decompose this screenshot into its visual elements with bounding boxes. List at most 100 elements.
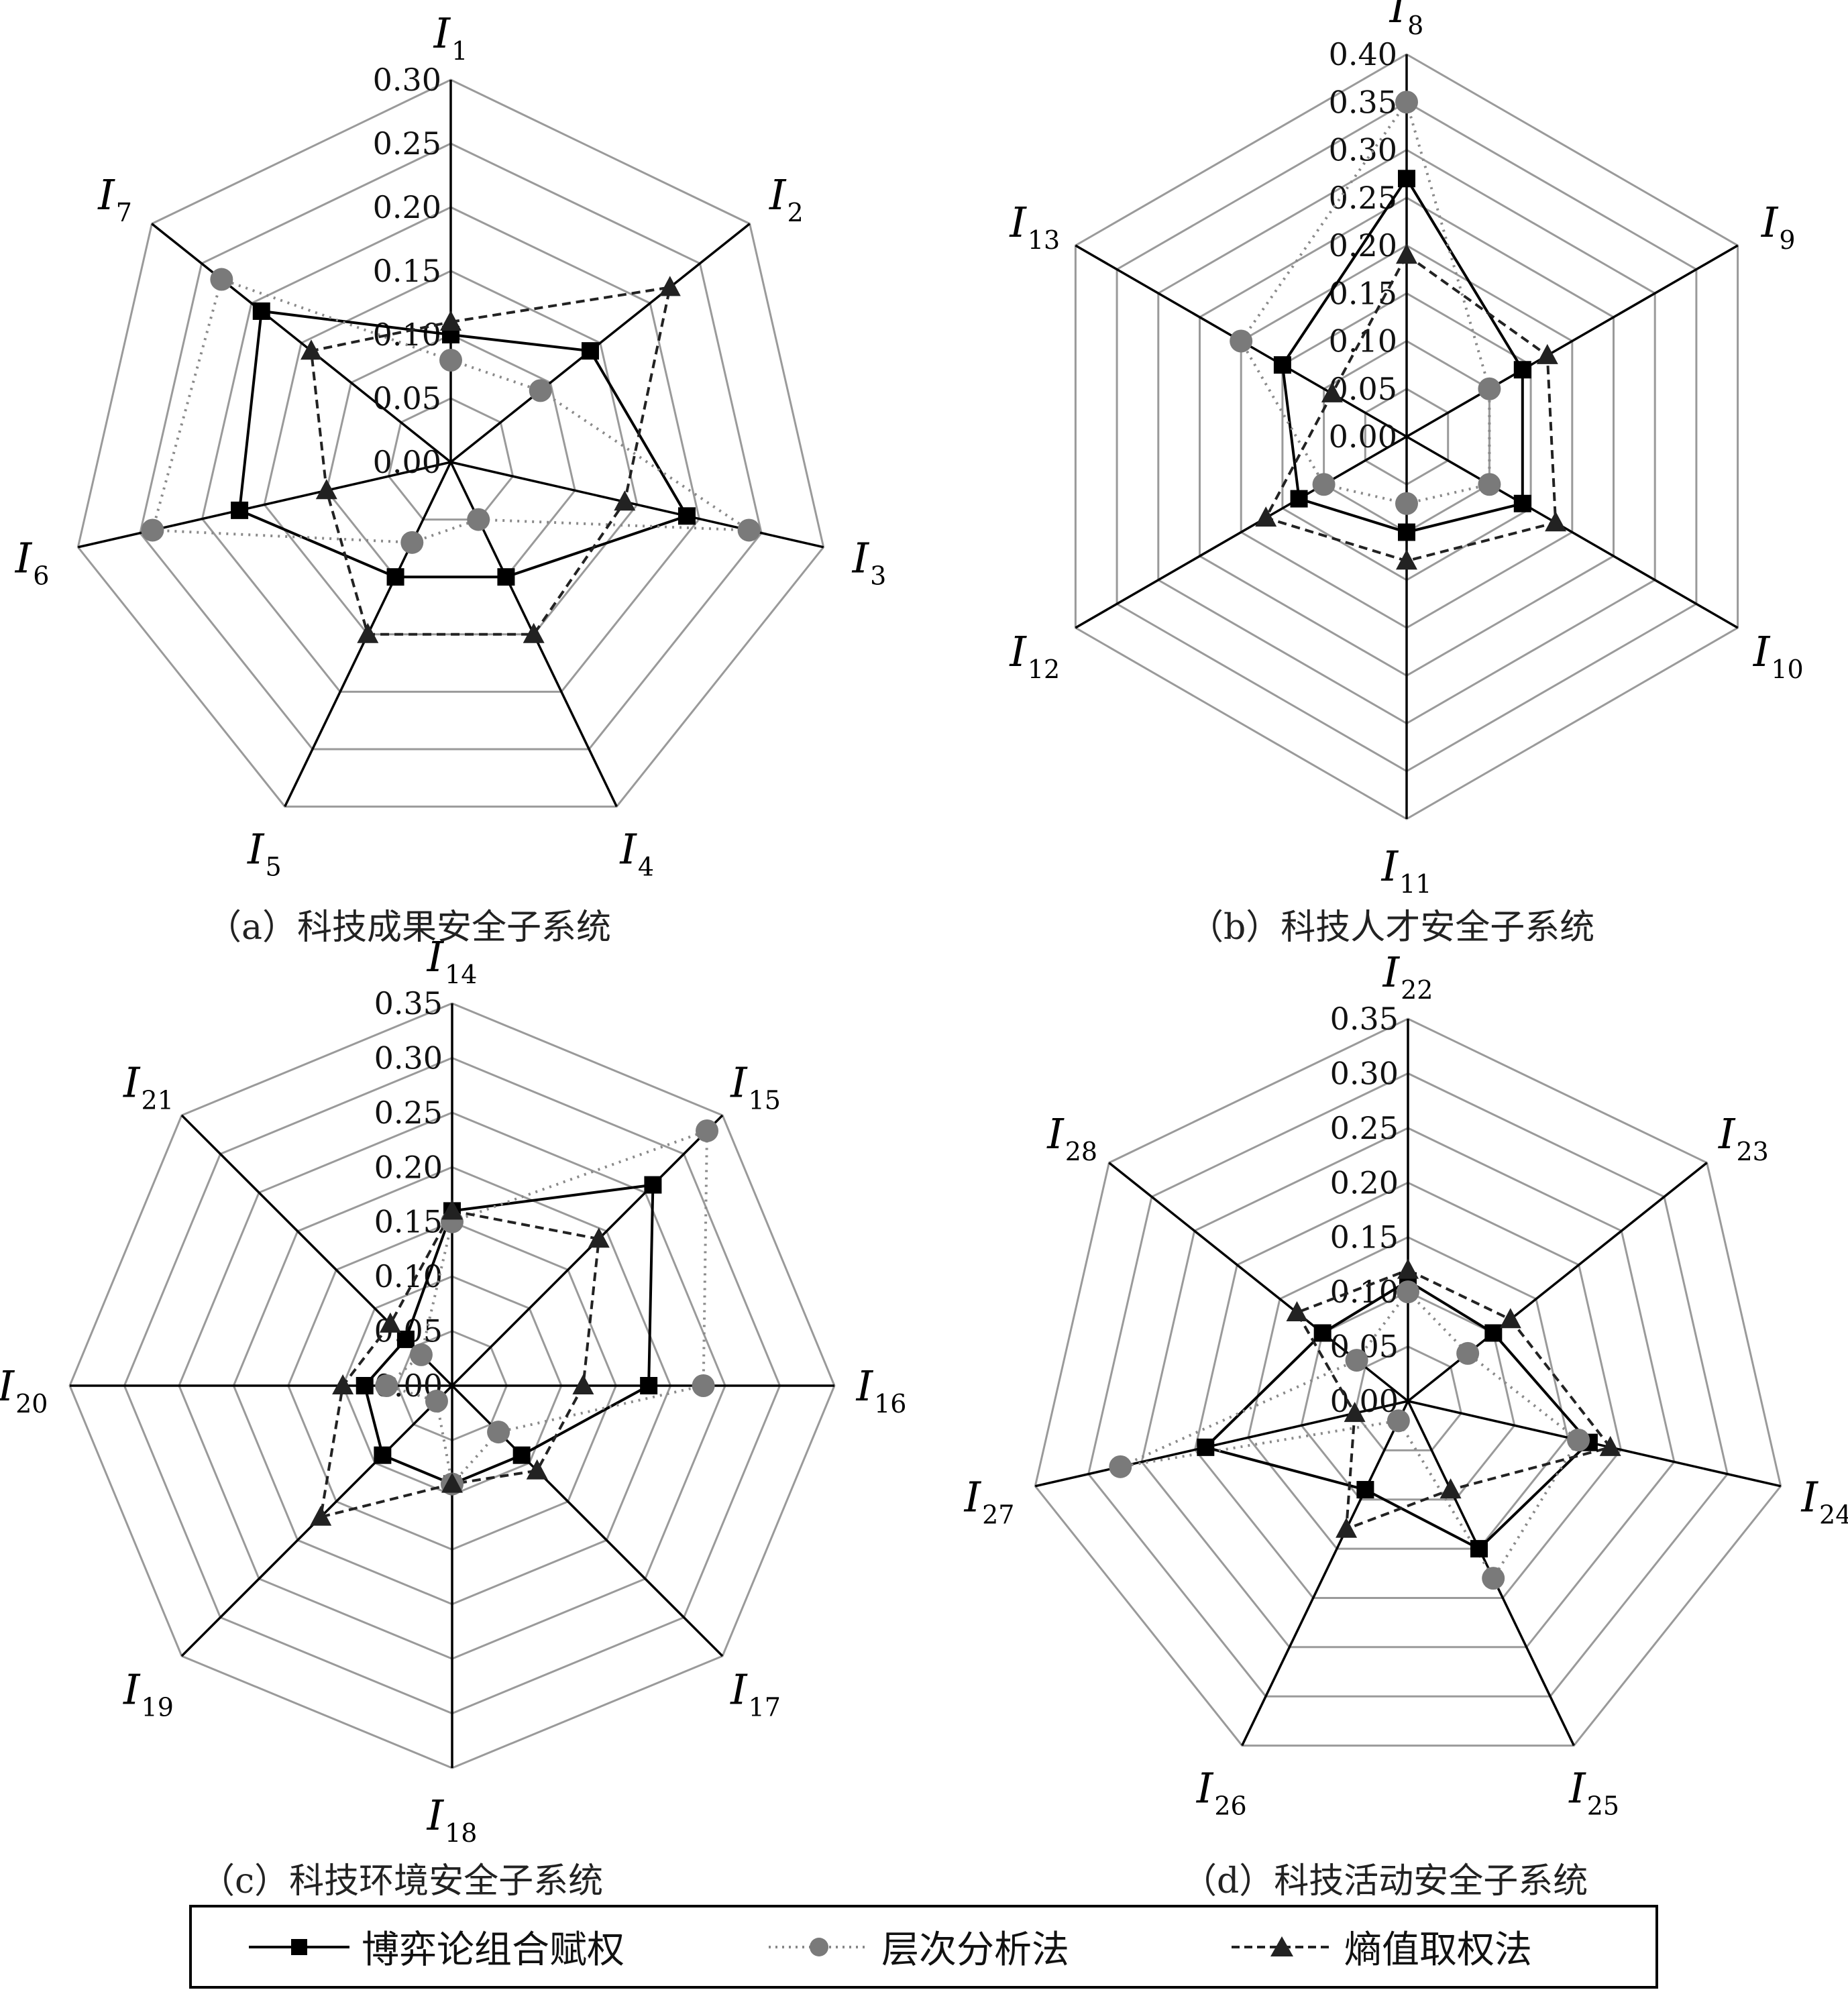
tick-label: 0.10	[1330, 1274, 1399, 1310]
data-point-game-theory	[512, 1446, 531, 1464]
axis-label-subscript: 22	[1401, 975, 1433, 1005]
data-point-game-theory	[1513, 361, 1531, 379]
data-point-entropy	[659, 276, 681, 296]
data-point-game-theory	[1273, 356, 1291, 374]
legend-label-ahp: 层次分析法	[881, 1928, 1069, 1972]
data-point-entropy	[588, 1227, 610, 1248]
axis-label-subscript: 3	[870, 561, 886, 590]
caption-d: （d）科技活动安全子系统	[1182, 1861, 1588, 1901]
axis-label: I18	[427, 1791, 478, 1848]
data-point-entropy	[315, 479, 337, 500]
tick-label: 0.30	[1329, 132, 1397, 168]
grid-ring	[1353, 1345, 1463, 1451]
tick-label: 0.30	[1330, 1055, 1399, 1091]
data-point-ahp	[1482, 1567, 1505, 1590]
axis-label-base: I	[427, 1791, 445, 1840]
axis-spoke	[1406, 244, 1739, 438]
data-point-entropy	[1599, 1435, 1621, 1456]
grid-ring	[387, 397, 514, 521]
axis-label-subscript: 14	[445, 960, 477, 989]
data-point-entropy	[440, 311, 461, 331]
axis-label-base: I	[97, 170, 115, 219]
legend-swatch-dashed-triangle	[1232, 1936, 1332, 1956]
axis-label-subscript: 12	[1028, 655, 1060, 684]
data-point-game-theory	[1197, 1438, 1215, 1456]
axis-spoke	[1241, 1400, 1409, 1747]
data-point-ahp	[1397, 1280, 1419, 1304]
grid-ring	[139, 142, 763, 751]
data-point-entropy	[572, 1374, 594, 1394]
axis-label-subscript: 4	[638, 852, 654, 882]
axis-label-subscript: 8	[1407, 11, 1423, 40]
axis-label-subscript: 9	[1779, 225, 1795, 255]
axis-label-subscript: 27	[982, 1500, 1014, 1529]
data-point-entropy	[526, 1459, 548, 1480]
grid-ring	[1140, 1127, 1676, 1649]
tick-label: 0.30	[374, 1040, 443, 1076]
tick-label: 0.00	[1329, 419, 1397, 455]
axis-label-base: I	[856, 1362, 874, 1410]
data-point-ahp	[1456, 1341, 1480, 1365]
axis-label-base: I	[15, 533, 33, 582]
axis-label: I19	[123, 1665, 174, 1722]
axis-label-subscript: 7	[116, 198, 132, 227]
series-line-ahp	[1120, 1290, 1580, 1581]
data-point-ahp	[487, 1421, 510, 1444]
axis-label: I25	[1568, 1764, 1619, 1821]
data-point-game-theory	[677, 507, 696, 525]
axis-label: I7	[97, 170, 132, 227]
data-point-ahp	[210, 268, 233, 291]
axis-label-subscript: 23	[1736, 1137, 1768, 1166]
data-point-game-theory	[1313, 1324, 1331, 1342]
axis-label: I4	[619, 825, 654, 882]
data-point-entropy	[1286, 1301, 1308, 1321]
axis-label: I26	[1196, 1764, 1247, 1821]
legend-swatch-dotted-circle	[769, 1937, 869, 1956]
data-point-ahp	[529, 379, 552, 402]
data-point-entropy	[1255, 506, 1277, 527]
axis-label-subscript: 19	[142, 1693, 174, 1722]
data-point-ahp	[1395, 91, 1418, 114]
grid-ring	[1247, 1236, 1569, 1550]
tick-label: 0.05	[373, 380, 441, 417]
axis-label-base: I	[619, 825, 637, 874]
axis-label-subscript: 21	[142, 1085, 174, 1115]
data-point-entropy	[1336, 1517, 1358, 1538]
tick-label: 0.15	[374, 1204, 443, 1240]
tick-label: 0.10	[1329, 323, 1397, 359]
data-point-ahp	[141, 518, 164, 542]
data-point-entropy	[1396, 243, 1417, 264]
data-point-entropy	[1536, 343, 1558, 364]
tick-label: 0.15	[1330, 1219, 1399, 1256]
axis-label-subscript: 15	[749, 1085, 781, 1115]
axis-label-base: I	[1761, 198, 1779, 247]
grid-ring	[76, 78, 825, 808]
axis-label: I8	[1389, 0, 1424, 40]
axis-label-base: I	[1381, 842, 1399, 891]
data-point-game-theory	[1484, 1324, 1503, 1342]
data-point-entropy	[1545, 511, 1567, 532]
data-point-game-theory	[1356, 1481, 1374, 1499]
axis-label-base: I	[123, 1665, 141, 1714]
data-point-game-theory	[386, 568, 404, 586]
data-point-ahp	[1478, 377, 1501, 400]
data-point-ahp	[439, 349, 462, 372]
data-point-entropy	[332, 1374, 354, 1394]
data-point-game-theory	[1513, 494, 1531, 512]
axis-label: I22	[1382, 948, 1433, 1005]
axis-label-subscript: 24	[1819, 1500, 1848, 1529]
tick-label: 0.35	[1329, 84, 1397, 120]
axis-label: I10	[1753, 627, 1804, 684]
data-point-game-theory	[497, 568, 515, 586]
axis-label-subscript: 10	[1771, 655, 1803, 684]
data-point-entropy	[614, 490, 636, 511]
tick-label: 0.35	[374, 985, 443, 1021]
axis-label-base: I	[1046, 1109, 1065, 1158]
axis-label: I28	[1046, 1109, 1097, 1166]
series-line-entropy	[309, 285, 672, 636]
axis-label-subscript: 2	[787, 198, 804, 227]
